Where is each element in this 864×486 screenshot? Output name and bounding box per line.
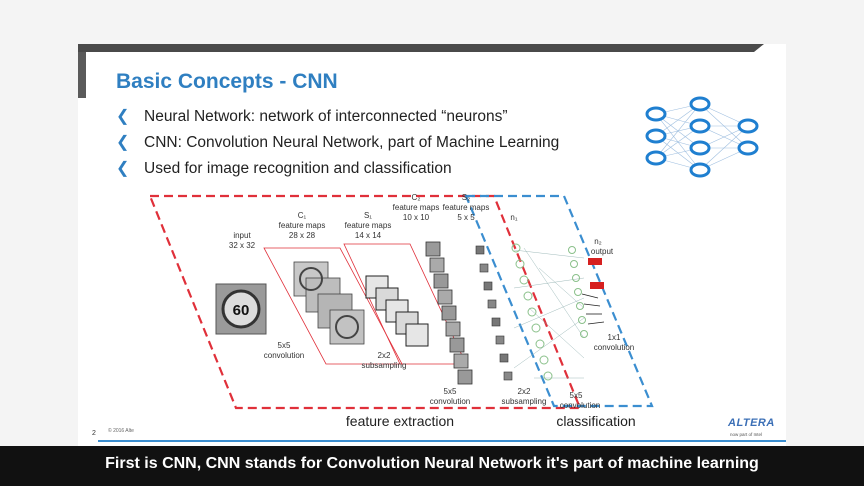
- bullet-list: ❮ Neural Network: network of interconnec…: [116, 104, 559, 182]
- logo-tagline: now part of Intel: [730, 432, 763, 437]
- output-neurons: [568, 246, 588, 338]
- chevron-bullet-icon: ❮: [116, 160, 130, 177]
- page-number: 2: [92, 430, 96, 437]
- s2-size: 5 x 5: [457, 213, 475, 222]
- feature-extraction-region: [148, 194, 582, 410]
- slide-side-bar: [78, 52, 86, 98]
- sub2-kernel: 2x2: [518, 387, 531, 396]
- sub1-kernel: 2x2: [378, 351, 391, 360]
- n1-neurons: [511, 243, 553, 381]
- chevron-bullet-icon: ❮: [116, 108, 130, 125]
- s1-desc: feature maps: [345, 221, 392, 230]
- conv3-label: convolution: [560, 401, 600, 410]
- output-highlight: [590, 282, 604, 289]
- bullet-item: ❮ Neural Network: network of interconnec…: [116, 104, 559, 130]
- s2-feature-maps: [475, 245, 513, 381]
- caption-bar: First is CNN, CNN stands for Convolution…: [0, 446, 864, 486]
- c1-size: 28 x 28: [289, 231, 316, 240]
- caption-text: First is CNN, CNN stands for Convolution…: [105, 455, 759, 472]
- slide-header-bar-tip: [754, 44, 764, 52]
- s1-feature-maps: [365, 275, 429, 347]
- input-size: 32 x 32: [229, 241, 256, 250]
- c1-feature-maps: [293, 261, 365, 345]
- s2-label: S₂: [462, 193, 470, 202]
- conv4-label: convolution: [594, 343, 634, 352]
- altera-logo: ALTERA: [728, 417, 775, 429]
- conv1-label: convolution: [264, 351, 304, 360]
- bullet-text: Used for image recognition and classific…: [144, 160, 452, 177]
- s1-size: 14 x 14: [355, 231, 382, 240]
- classification-label: classification: [556, 413, 635, 429]
- bullet-text: Neural Network: network of interconnecte…: [144, 108, 508, 125]
- conv1-kernel: 5x5: [278, 341, 291, 350]
- chevron-bullet-icon: ❮: [116, 134, 130, 151]
- classification-region: [464, 194, 654, 408]
- input-digit: 60: [233, 302, 250, 319]
- slide-header-bar: [78, 44, 754, 52]
- s1-label: S₁: [364, 211, 372, 220]
- conv3-kernel: 5x5: [570, 391, 583, 400]
- c2-size: 10 x 10: [403, 213, 430, 222]
- output-highlight: [588, 258, 602, 265]
- conv4-kernel: 1x1: [608, 333, 621, 342]
- c1-desc: feature maps: [279, 221, 326, 230]
- feature-extraction-label: feature extraction: [346, 413, 454, 429]
- cnn-architecture-diagram: 60 input 32 x 32 C₁ feature maps 28 x 28: [148, 193, 654, 429]
- fc-connections: [513, 247, 585, 379]
- slide-title: Basic Concepts - CNN: [116, 70, 338, 93]
- conv2-kernel: 5x5: [444, 387, 457, 396]
- footer-line: [98, 440, 786, 442]
- c1-label: C₁: [298, 211, 307, 220]
- output-label: output: [591, 247, 614, 256]
- sub1-label: subsampling: [362, 361, 407, 370]
- bullet-item: ❮ Used for image recognition and classif…: [116, 156, 559, 182]
- c2-desc: feature maps: [393, 203, 440, 212]
- c2-feature-maps: [425, 241, 473, 385]
- speed-sign-icon: [221, 289, 261, 329]
- neural-network-icon: [645, 96, 759, 178]
- bullet-text: CNN: Convolution Neural Network, part of…: [144, 134, 560, 151]
- presentation-slide: Basic Concepts - CNN ❮ Neural Network: n…: [78, 44, 786, 446]
- c2-label: C₂: [412, 193, 421, 202]
- n2-label: n₂: [594, 237, 602, 246]
- bullet-item: ❮ CNN: Convolution Neural Network, part …: [116, 130, 559, 156]
- n1-label: n₁: [510, 213, 517, 222]
- copyright-text: © 2016 Alte: [108, 428, 134, 434]
- output-arrows: [581, 293, 605, 325]
- s2-desc: feature maps: [443, 203, 490, 212]
- conv2-label: convolution: [430, 397, 470, 406]
- sub2-label: subsampling: [502, 397, 547, 406]
- input-label: input: [233, 231, 251, 240]
